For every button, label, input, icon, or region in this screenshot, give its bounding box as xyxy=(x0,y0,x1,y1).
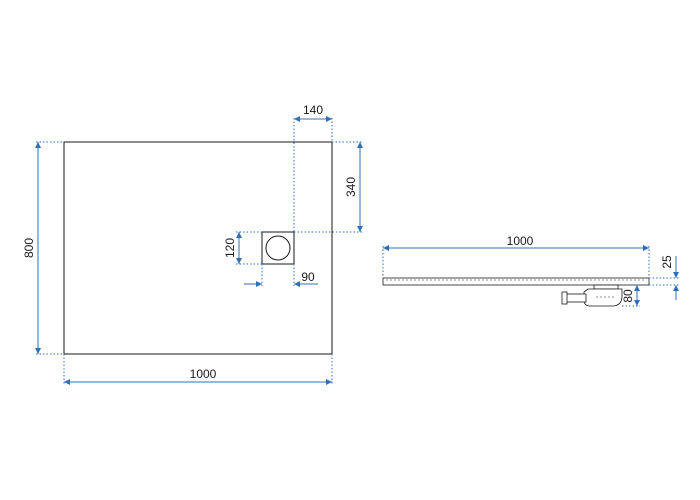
thickness-label: 25 xyxy=(660,255,674,269)
drain-depth-label: 80 xyxy=(621,289,635,303)
tray-profile xyxy=(382,277,650,286)
drain-size-label: 120 xyxy=(223,238,237,258)
side-length-label: 1000 xyxy=(507,234,534,248)
drain-trap xyxy=(561,284,623,307)
drain xyxy=(261,231,295,265)
plan-view: 800 1000 140 340 120 90 xyxy=(22,103,363,385)
width-dimension-label: 1000 xyxy=(190,367,217,381)
side-view: 1000 25 80 xyxy=(382,234,680,307)
drain-circle xyxy=(265,235,291,261)
drain-right-offset-label: 140 xyxy=(303,103,323,117)
drain-offset-label: 90 xyxy=(301,270,315,284)
side-extension-lines xyxy=(382,246,680,307)
height-dimension-label: 800 xyxy=(22,238,36,258)
drain-top-offset-label: 340 xyxy=(344,177,358,197)
